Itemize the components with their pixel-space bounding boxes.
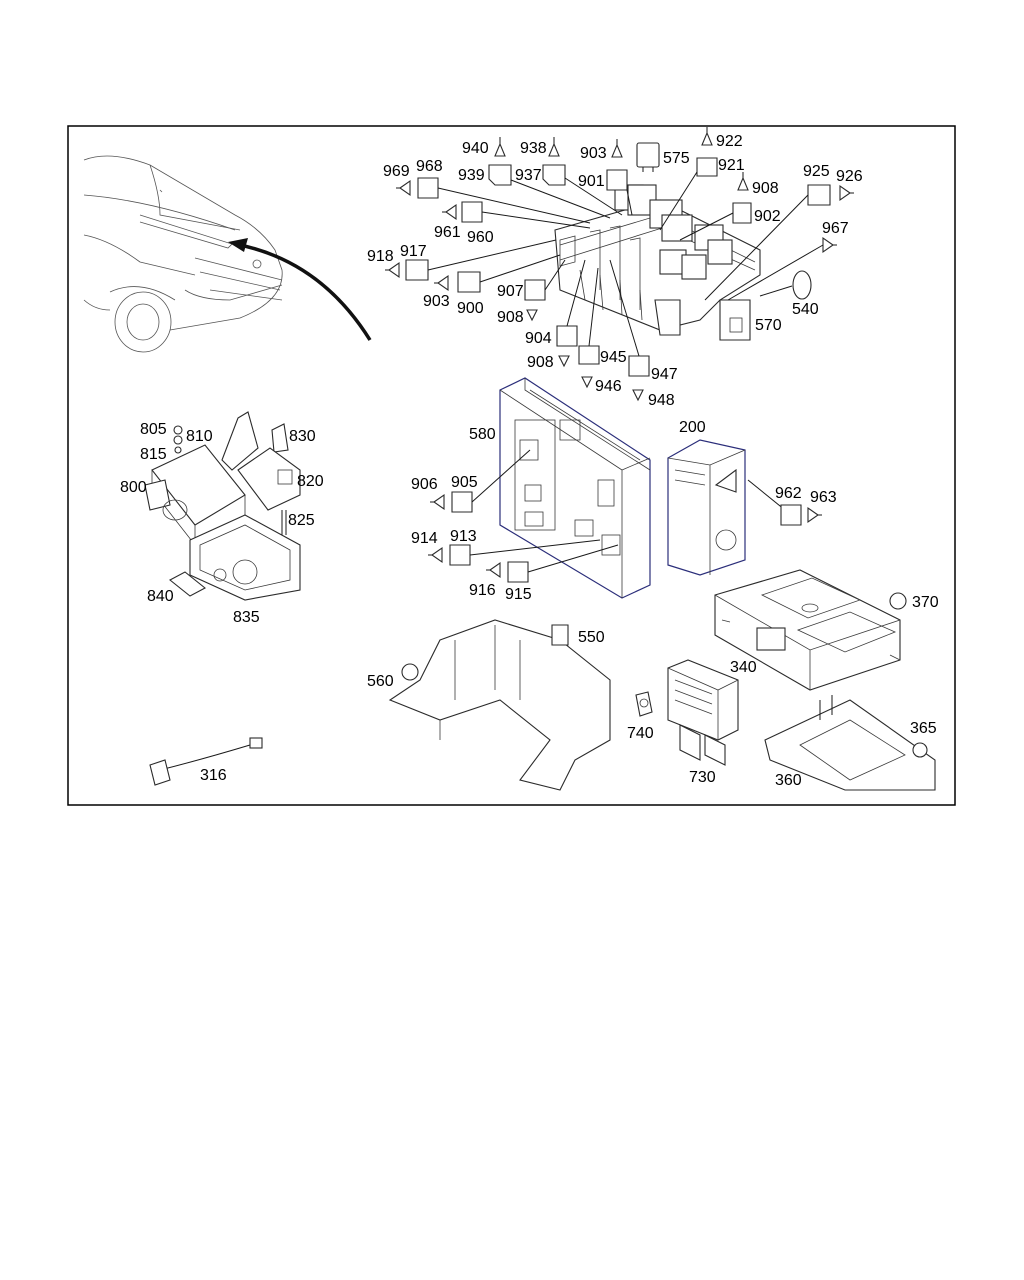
leader-lines-top <box>427 171 824 357</box>
label-800: 800 <box>120 479 147 496</box>
module-580 <box>499 377 651 599</box>
label-969: 969 <box>383 163 410 180</box>
label-915: 915 <box>505 586 532 603</box>
label-560: 560 <box>367 673 394 690</box>
label-580: 580 <box>469 426 496 443</box>
label-945: 945 <box>600 349 627 366</box>
label-805: 805 <box>140 421 167 438</box>
label-908c: 908 <box>527 354 554 371</box>
module-200 <box>667 439 822 576</box>
label-901: 901 <box>578 173 605 190</box>
label-830: 830 <box>289 428 316 445</box>
label-365: 365 <box>910 720 937 737</box>
ecu-340 <box>714 569 907 691</box>
label-908: 908 <box>752 180 779 197</box>
label-917: 917 <box>400 243 427 260</box>
label-900: 900 <box>457 300 484 317</box>
label-918: 918 <box>367 248 394 265</box>
label-570: 570 <box>755 317 782 334</box>
label-835: 835 <box>233 609 260 626</box>
label-905: 905 <box>451 474 478 491</box>
label-903b: 903 <box>423 293 450 310</box>
label-925: 925 <box>803 163 830 180</box>
label-922: 922 <box>716 133 743 150</box>
label-916: 916 <box>469 582 496 599</box>
label-906: 906 <box>411 476 438 493</box>
connector-symbols-middle <box>428 449 619 583</box>
label-914: 914 <box>411 530 438 547</box>
label-820: 820 <box>297 473 324 490</box>
label-340: 340 <box>730 659 757 676</box>
label-815: 815 <box>140 446 167 463</box>
label-360: 360 <box>775 772 802 789</box>
module-730 <box>635 659 739 766</box>
label-961: 961 <box>434 224 461 241</box>
label-938: 938 <box>520 140 547 157</box>
bracket-360 <box>764 695 936 791</box>
label-963: 963 <box>810 489 837 506</box>
diagram-frame <box>67 125 956 806</box>
label-840: 840 <box>147 588 174 605</box>
label-960: 960 <box>467 229 494 246</box>
label-946: 946 <box>595 378 622 395</box>
label-968: 968 <box>416 158 443 175</box>
label-921: 921 <box>718 157 745 174</box>
label-825: 825 <box>288 512 315 529</box>
label-940: 940 <box>462 140 489 157</box>
label-903: 903 <box>580 145 607 162</box>
label-810: 810 <box>186 428 213 445</box>
label-913: 913 <box>450 528 477 545</box>
connector-symbols-top <box>385 127 854 402</box>
label-907: 907 <box>497 283 524 300</box>
part-labels: 940 938 903 922 575 939 937 901 921 969 … <box>120 133 939 789</box>
label-908b: 908 <box>497 309 524 326</box>
control-unit-800-group <box>144 411 301 601</box>
label-902: 902 <box>754 208 781 225</box>
label-730: 730 <box>689 769 716 786</box>
label-948: 948 <box>648 392 675 409</box>
label-904: 904 <box>525 330 552 347</box>
label-370: 370 <box>912 594 939 611</box>
label-962: 962 <box>775 485 802 502</box>
fuse-relay-box-570 <box>554 184 761 341</box>
label-740: 740 <box>627 725 654 742</box>
label-200: 200 <box>679 419 706 436</box>
label-316: 316 <box>200 767 227 784</box>
label-575: 575 <box>663 150 690 167</box>
label-939: 939 <box>458 167 485 184</box>
label-540: 540 <box>792 301 819 318</box>
label-937: 937 <box>515 167 542 184</box>
label-947: 947 <box>651 366 678 383</box>
cable-316 <box>149 737 263 786</box>
bracket-550 <box>388 619 611 791</box>
label-926: 926 <box>836 168 863 185</box>
label-550: 550 <box>578 629 605 646</box>
car-rear-illustration <box>83 155 372 353</box>
label-967: 967 <box>822 220 849 237</box>
